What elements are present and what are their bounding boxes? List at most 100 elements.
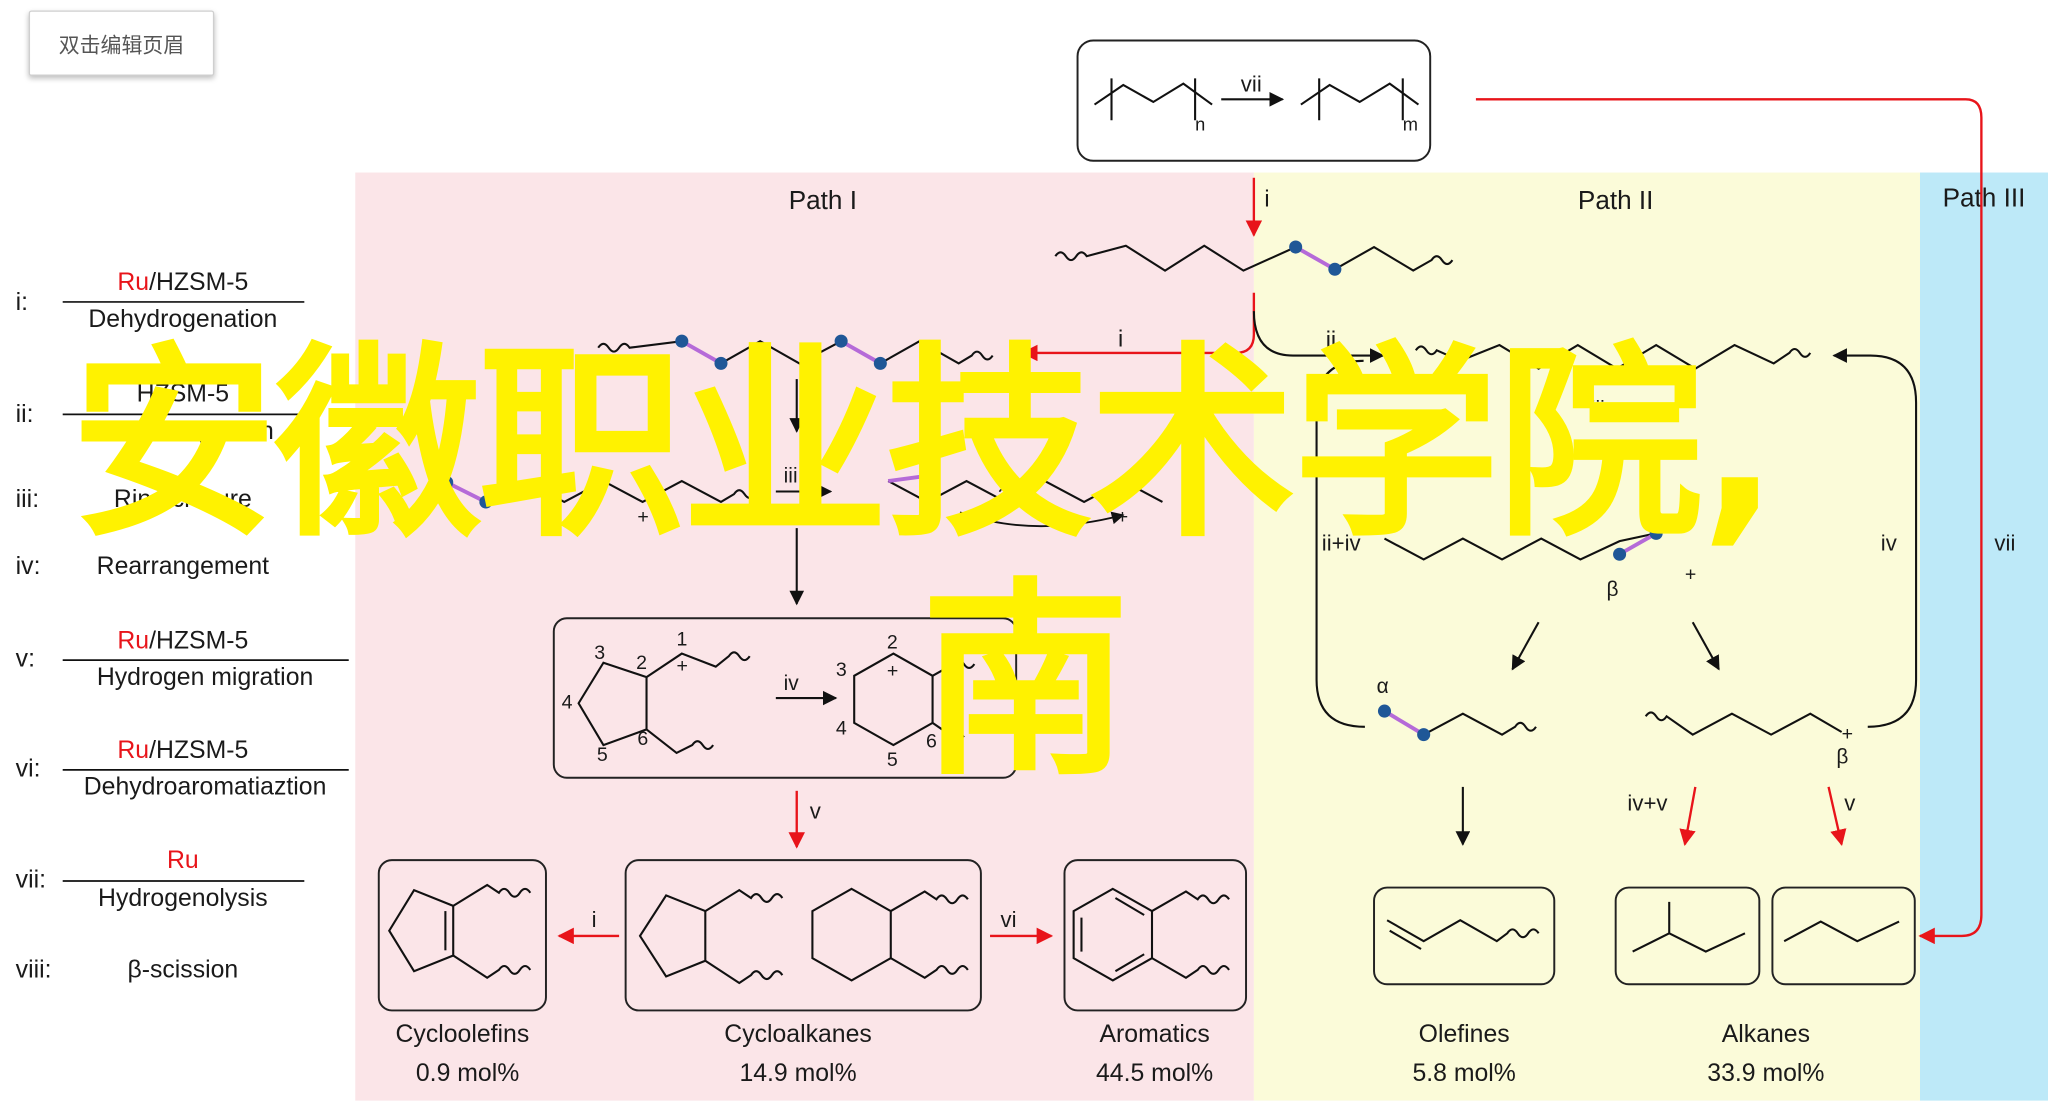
path2-alkane-chain: + β [1644, 711, 1853, 768]
legend-reaction-v: Hydrogen migration [97, 664, 313, 691]
legend-num-vi: vi: [16, 755, 41, 782]
polymer-n-brackets [1110, 78, 1197, 121]
path3-title: Path III [1943, 183, 2026, 213]
legend-num-iii: iii: [16, 486, 39, 513]
alkanes-box-linear [1771, 886, 1916, 986]
chain-num-3: 3 [998, 485, 1009, 507]
product-value-olefines: 5.8 mol% [1412, 1060, 1515, 1087]
path1-red-line [1021, 292, 1256, 362]
path2-chain-top [1414, 343, 1812, 370]
polymer-m-subscript: m [1403, 114, 1418, 135]
legend-num-vii: vii: [16, 867, 46, 894]
path1-iii-label-a: iii [784, 464, 798, 487]
carbocation-chain-right: 1 3 6 + [887, 469, 1163, 528]
polymer-box: n vii m [1076, 39, 1432, 162]
charge-plus-3: + [677, 655, 688, 677]
path2-olefin-chain: α [1377, 675, 1537, 742]
cp-num-3: 3 [594, 642, 605, 664]
alkanes-box-branched [1614, 886, 1761, 986]
path3-red-line [1475, 98, 1983, 945]
product-value-cycloolefins: 0.9 mol% [416, 1060, 519, 1087]
path3-panel [1919, 172, 2048, 1101]
cp-num-1: 1 [677, 629, 688, 651]
legend-num-iv: iv: [16, 553, 41, 580]
charge-plus-1: + [637, 506, 648, 528]
cp-num-6: 6 [637, 728, 648, 750]
polymer-n-chain [1093, 82, 1213, 106]
path1-vi-label: vi [1000, 907, 1016, 932]
ring-box: 1 2 3 4 5 6 + iv 2 3 4 5 6 + [552, 617, 1018, 779]
carbocation-chain-left: + [440, 475, 756, 528]
cycloalkanes-box [624, 859, 982, 1012]
legend-catalyst-vi: Ru/HZSM-5 [117, 737, 248, 764]
polymer-frame [1076, 39, 1432, 162]
path2-title: Path II [1578, 185, 1654, 215]
path3-step-label: vii [1994, 530, 2015, 555]
product-value-cycloalkanes: 14.9 mol% [739, 1060, 856, 1087]
path2-ii-label: ii [1326, 327, 1336, 353]
product-name-cycloalkanes: Cycloalkanes [724, 1021, 872, 1048]
legend-reaction-viii: β-scission [127, 957, 238, 984]
ch-num-5: 5 [887, 749, 898, 771]
polymer-n-subscript: n [1195, 114, 1205, 135]
path1-ii-label: ii [807, 387, 817, 413]
legend-catalyst-i: Ru/HZSM-5 [117, 269, 248, 296]
ch-num-4: 4 [836, 718, 847, 740]
cycloolefins-box [377, 859, 547, 1012]
edit-header-button[interactable]: 双击编辑页眉 [28, 10, 215, 76]
legend-catalyst-v: Ru/HZSM-5 [117, 627, 248, 654]
path2-arrow-olefin [1511, 621, 1540, 671]
path2-iii-label: iii [1591, 398, 1605, 421]
path2-panel [1253, 172, 1920, 1101]
chain-num-1: 1 [921, 488, 932, 510]
path1-title: Path I [789, 185, 857, 215]
ch-num-2: 2 [887, 631, 898, 653]
legend-num-viii: viii: [16, 957, 52, 984]
cp-num-2: 2 [636, 652, 647, 674]
path2-iiiv-label: ii+iv [1322, 530, 1362, 555]
path2-carbocation: α β + [1383, 502, 1696, 601]
alpha-label-2: α [1377, 675, 1389, 698]
charge-plus-4: + [887, 660, 898, 682]
legend-reaction-vi: Dehydroaromatiaztion [84, 774, 327, 801]
charge-plus-6: + [1842, 723, 1853, 745]
aromatics-box [1063, 859, 1248, 1012]
legend-reaction-i: Dehydrogenation [88, 306, 277, 333]
chain-num-6: 6 [1114, 480, 1125, 502]
legend-num-ii: ii: [16, 401, 34, 428]
ring-iv-label: iv [784, 672, 800, 695]
diene-chain [597, 334, 994, 370]
beta-label-1: β [1607, 578, 1619, 601]
polymer-m-brackets [1318, 78, 1404, 121]
path2-arrow-alkane [1691, 621, 1720, 671]
path2-ivv-arrow [1679, 786, 1697, 847]
product-name-aromatics: Aromatics [1099, 1021, 1209, 1048]
charge-plus-5: + [1685, 563, 1696, 585]
alpha-label-1: α [1646, 502, 1658, 525]
legend-reaction-ii: Proton migration [92, 418, 274, 445]
path2-loop-left [1315, 359, 1365, 728]
path1-i-bottom-label: i [592, 907, 597, 932]
product-name-cycloolefins: Cycloolefins [396, 1021, 530, 1048]
top-i-label: i [1264, 186, 1269, 212]
path2-ii-line [1252, 311, 1385, 363]
product-value-alkanes: 33.9 mol% [1707, 1060, 1824, 1087]
path2-ivv-label: iv+v [1627, 790, 1668, 815]
cp-num-5: 5 [597, 744, 608, 766]
path1-panel [355, 172, 1254, 1101]
legend-catalyst-vii: Ru [167, 847, 199, 874]
legend-reaction-vii: Hydrogenolysis [98, 885, 268, 912]
olefines-box [1373, 886, 1556, 986]
path2-v-arrow [1827, 786, 1847, 847]
path1-v-label: v [810, 798, 822, 823]
product-name-olefines: Olefines [1419, 1021, 1510, 1048]
path1-i-label: i [1118, 325, 1123, 351]
olefin-chain-top [1054, 240, 1454, 276]
product-name-alkanes: Alkanes [1722, 1021, 1810, 1048]
ch-num-6: 6 [926, 731, 937, 753]
path2-v-label: v [1844, 790, 1856, 815]
polymer-step-label: vii [1241, 71, 1262, 96]
beta-label-2: β [1836, 745, 1848, 768]
